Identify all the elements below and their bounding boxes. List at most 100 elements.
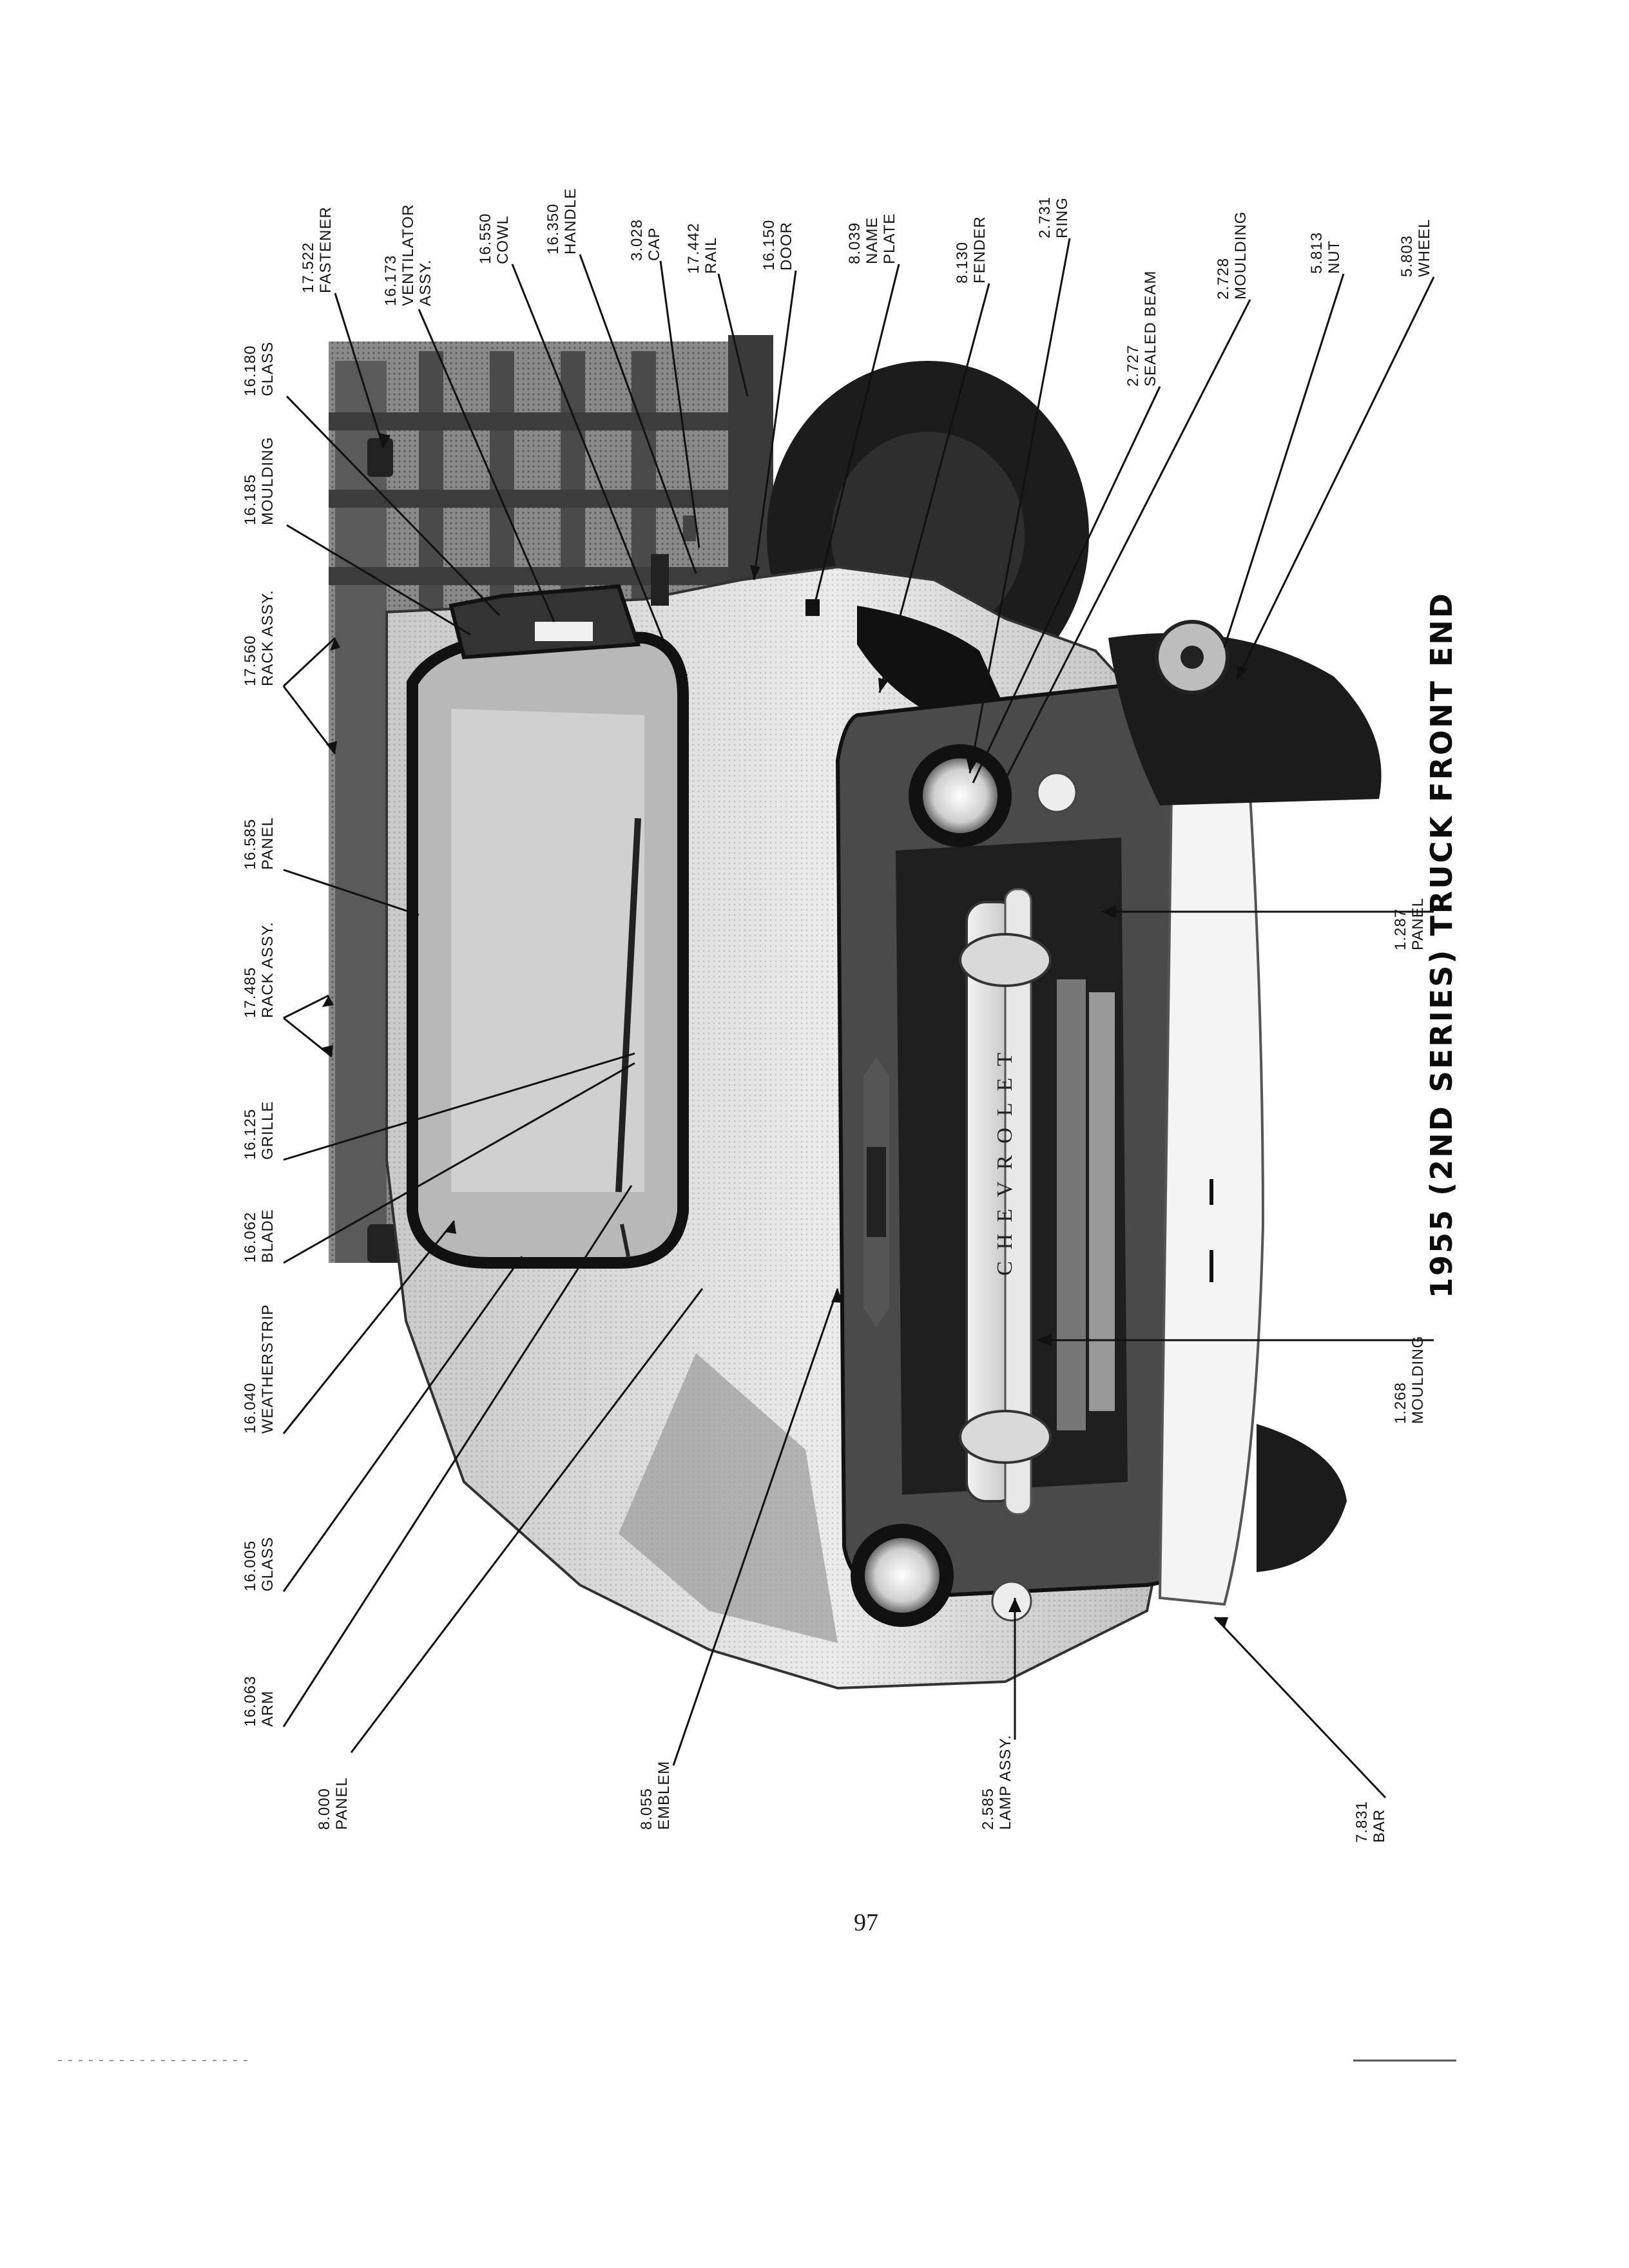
callout-number: 17.560 (242, 635, 259, 686)
callout-label: RAIL (702, 236, 720, 274)
callout-label: ASSY. (417, 259, 434, 306)
leader-lines (282, 238, 1435, 1799)
callout-label: DOOR (778, 222, 795, 271)
callout-label: MOULDING (1232, 211, 1249, 300)
door-area (651, 515, 820, 616)
callout-label: MOULDING (259, 436, 276, 525)
callout-label: WHEEL (1416, 218, 1433, 277)
hood-emblem (863, 1057, 889, 1327)
callout-label: SEALED BEAM (1142, 270, 1159, 387)
callout-number: 2.585 (979, 1787, 997, 1830)
callout-number: 16.063 (242, 1675, 259, 1727)
callout-number: 16.005 (242, 1540, 259, 1591)
callout-label: FENDER (971, 216, 988, 284)
callout-number: 8.039 (846, 222, 863, 264)
callout-number: 16.173 (382, 255, 400, 306)
callout-number: 16.062 (242, 1211, 259, 1263)
callout-number: 3.028 (628, 218, 646, 261)
callout-number: 16.180 (242, 345, 259, 396)
callout-label: COWL (494, 215, 512, 264)
callout-number: 17.522 (300, 242, 317, 293)
callout-label: WEATHERSTRIP (259, 1304, 276, 1434)
callout-label: PLATE (881, 213, 898, 264)
callout-number: 1.287 (1392, 908, 1409, 950)
callout-number: 1.268 (1392, 1381, 1409, 1424)
callout-label: BLADE (259, 1209, 276, 1263)
headlamps (851, 744, 1077, 1627)
callout-label: MOULDING (1409, 1335, 1427, 1424)
bumper-bar (1158, 694, 1265, 1606)
front-wheels (1108, 620, 1382, 1572)
callout-label: PANEL (259, 817, 276, 870)
callout-label: GLASS (259, 1536, 276, 1591)
windshield (407, 628, 689, 1269)
callout-number: 8.055 (638, 1787, 655, 1830)
callout-label: BAR (1371, 1809, 1388, 1843)
page-title: 1955 (2ND SERIES) TRUCK FRONT END (1424, 591, 1459, 1298)
callout-label: NUT (1325, 240, 1343, 274)
callout-label: PANEL (333, 1777, 351, 1830)
callout-number: 16.350 (545, 203, 562, 255)
callout-label: LAMP ASSY. (997, 1735, 1014, 1830)
callout-label: RING (1054, 197, 1071, 238)
callout-label: NAME (863, 216, 881, 264)
callout-label: GRILLE (259, 1100, 276, 1160)
callout-label: HANDLE (562, 187, 579, 255)
callout-number: 16.585 (242, 818, 259, 870)
callout-number: 16.150 (760, 219, 778, 271)
callout-number: 17.485 (242, 966, 259, 1018)
callout-number: 2.728 (1215, 257, 1232, 300)
callout-label: GLASS (259, 341, 276, 396)
grille-lettering: CHEVROLET (993, 1041, 1017, 1276)
callout-label: FASTENER (317, 206, 334, 293)
callout-number: 16.125 (242, 1108, 259, 1160)
grille: CHEVROLET (835, 680, 1201, 1600)
callout-number: 5.803 (1398, 235, 1416, 277)
callout-label: VENTILATOR (400, 204, 417, 306)
arrowheads (322, 433, 1248, 1629)
callout-label: EMBLEM (655, 1760, 673, 1830)
callout-label: RACK ASSY. (259, 921, 276, 1018)
callout-number: 5.813 (1308, 231, 1325, 274)
callout-number: 2.727 (1124, 344, 1142, 387)
callout-number: 16.550 (477, 213, 494, 264)
front-fender (857, 606, 1005, 722)
callout-label: CAP (646, 227, 663, 261)
callout-number: 17.442 (685, 222, 702, 274)
callout-label: ARM (259, 1690, 276, 1727)
callout-number: 2.731 (1036, 196, 1054, 238)
callout-label: RACK ASSY. (259, 590, 276, 686)
vent-window (448, 584, 641, 660)
page-number: 97 (854, 1909, 878, 1936)
